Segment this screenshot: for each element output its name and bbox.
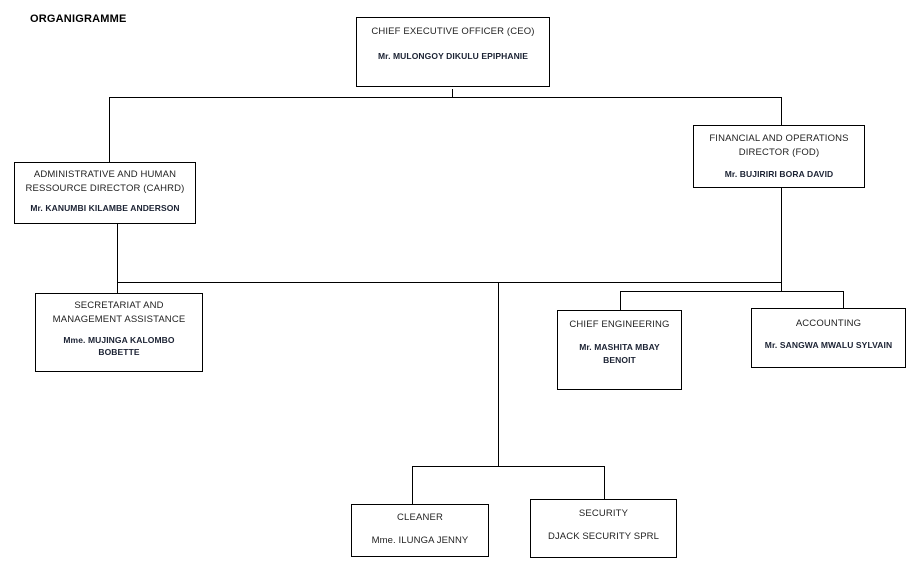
role-title: SECURITY: [578, 508, 629, 519]
role-title: CHIEF EXECUTIVE OFFICER (CEO): [371, 26, 535, 37]
connector-line: [452, 89, 453, 97]
page-title: ORGANIGRAMME: [30, 13, 127, 25]
org-box-cleaner: CLEANER Mme. ILUNGA JENNY: [351, 504, 489, 557]
connector-line: [604, 466, 605, 499]
connector-line: [781, 97, 782, 125]
org-box-fod: FINANCIAL AND OPERATIONS DIRECTOR (FOD) …: [693, 125, 865, 188]
connector-line: [843, 291, 844, 308]
connector-line: [781, 188, 782, 291]
connector-line: [620, 291, 621, 310]
role-title: SECRETARIAT AND MANAGEMENT ASSISTANCE: [52, 300, 186, 326]
connector-line: [109, 97, 110, 163]
person-name: Mme. MUJINGA KALOMBO BOBETTE: [63, 334, 175, 358]
org-box-security: SECURITY DJACK SECURITY SPRL: [530, 499, 677, 558]
person-name: Mr. MASHITA MBAY BENOIT: [579, 342, 660, 365]
role-title: CHIEF ENGINEERING: [569, 319, 670, 330]
connector-line: [498, 282, 499, 466]
connector-line: [117, 224, 118, 282]
connector-line: [117, 282, 782, 283]
org-box-secretariat: SECRETARIAT AND MANAGEMENT ASSISTANCE Mm…: [35, 293, 203, 372]
org-box-ceo: CHIEF EXECUTIVE OFFICER (CEO) Mr. MULONG…: [356, 17, 550, 87]
person-name: Mr. BUJIRIRI BORA DAVID: [724, 168, 834, 179]
person-name: DJACK SECURITY SPRL: [547, 531, 659, 543]
connector-line: [109, 97, 782, 98]
person-name: Mme. ILUNGA JENNY: [371, 535, 469, 547]
role-title: FINANCIAL AND OPERATIONS DIRECTOR (FOD): [709, 133, 849, 159]
person-name: Mr. MULONGOY DIKULU EPIPHANIE: [377, 51, 529, 62]
connector-line: [117, 282, 118, 293]
connector-line: [412, 466, 413, 504]
person-name: Mr. KANUMBI KILAMBE ANDERSON: [30, 202, 180, 213]
org-box-cahrd: ADMINISTRATIVE AND HUMAN RESSOURCE DIREC…: [14, 162, 196, 224]
connector-line: [412, 466, 605, 467]
org-box-accounting: ACCOUNTING Mr. SANGWA MWALU SYLVAIN: [751, 308, 906, 368]
org-box-chief-engineering: CHIEF ENGINEERING Mr. MASHITA MBAY BENOI…: [557, 310, 682, 390]
role-title: CLEANER: [397, 512, 443, 523]
role-title: ADMINISTRATIVE AND HUMAN RESSOURCE DIREC…: [25, 169, 185, 195]
person-name: Mr. SANGWA MWALU SYLVAIN: [764, 340, 893, 351]
role-title: ACCOUNTING: [795, 318, 862, 329]
connector-line: [620, 291, 844, 292]
